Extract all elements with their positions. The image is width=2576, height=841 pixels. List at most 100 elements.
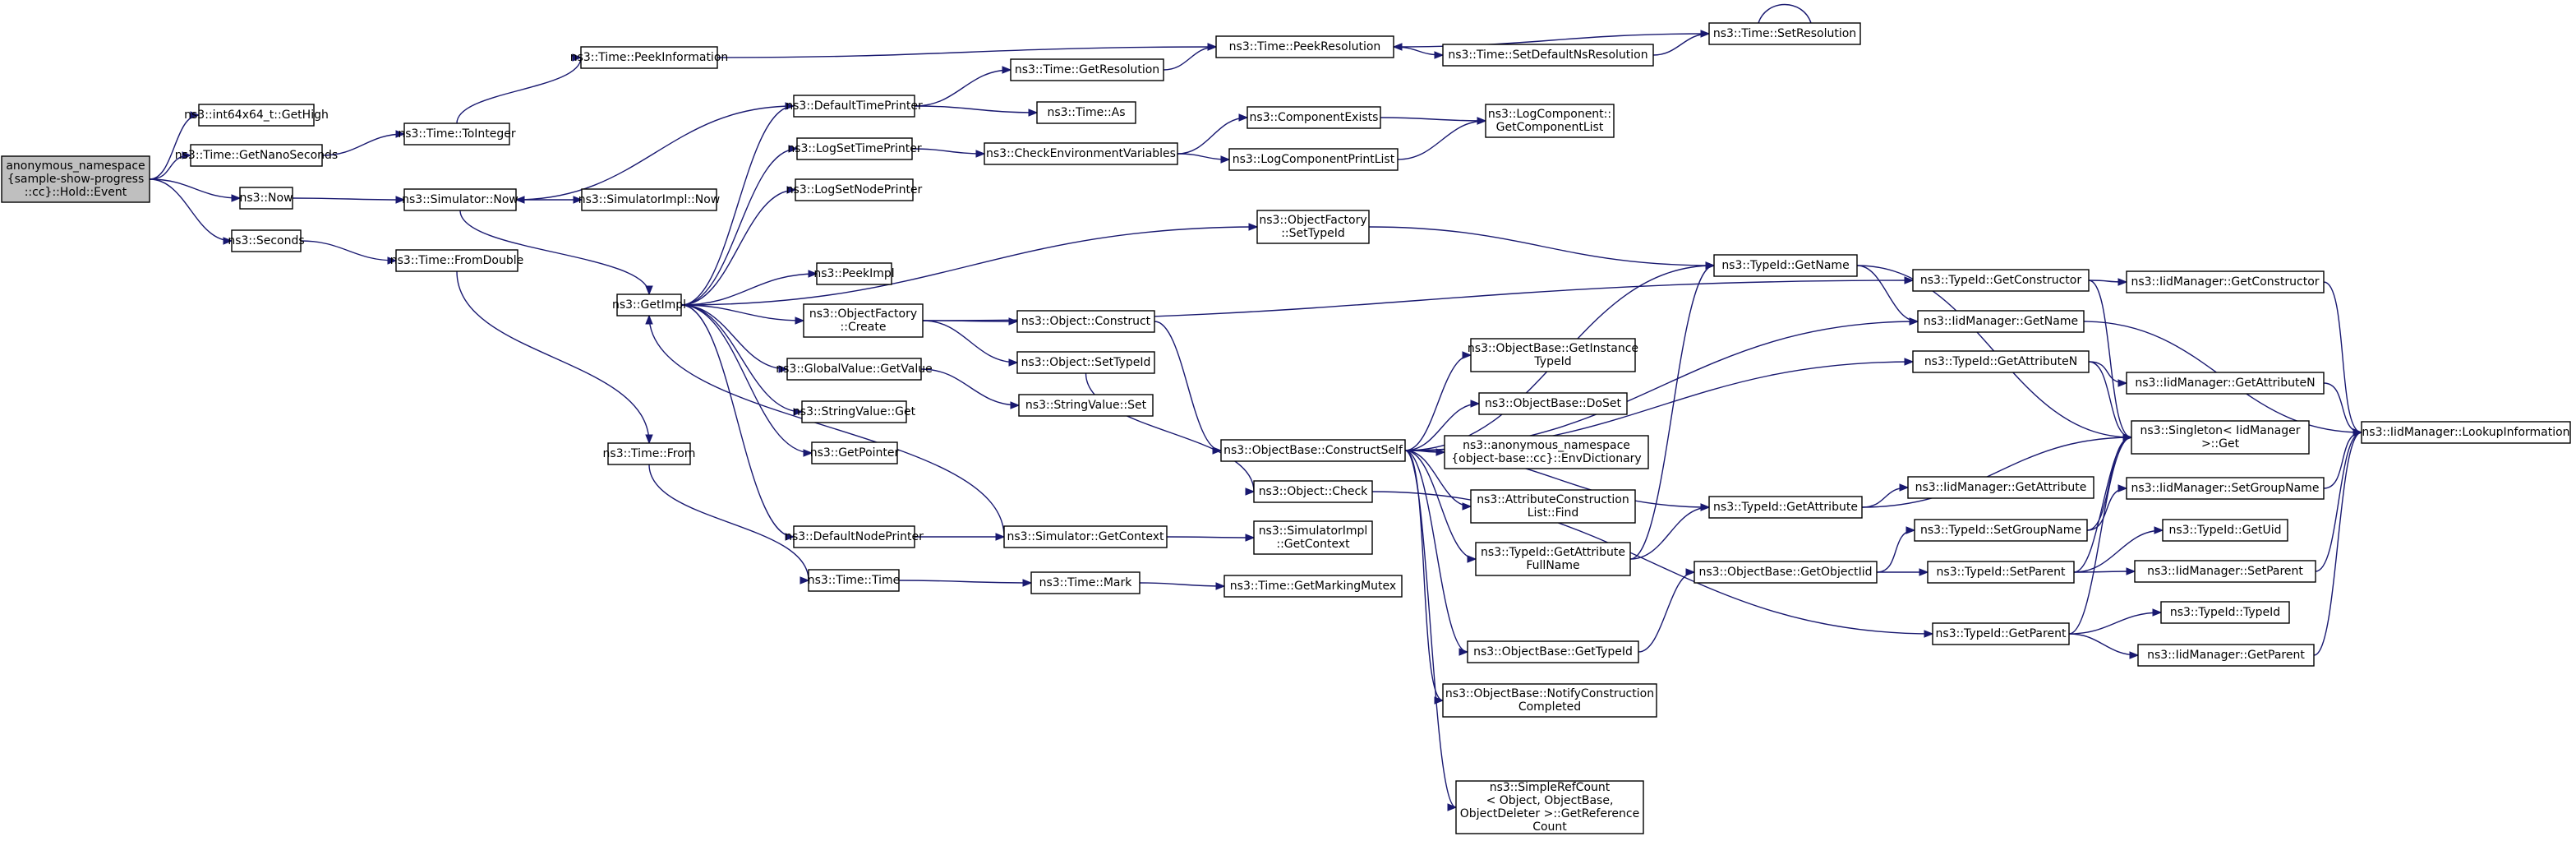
node-label: ns3::TypeId::GetName bbox=[1721, 259, 1849, 272]
edge-arrowhead bbox=[778, 365, 789, 373]
node-box bbox=[1932, 622, 2070, 645]
edge-arrowhead bbox=[2154, 526, 2164, 534]
node-simulator-now[interactable]: ns3::Simulator::Now bbox=[402, 188, 518, 211]
node-simulatorimpl-now[interactable]: ns3::SimulatorImpl::Now bbox=[578, 188, 721, 211]
node-iidmanager-getparent[interactable]: ns3::IidManager::GetParent bbox=[2137, 644, 2315, 667]
node-iidmanager-getattribute[interactable]: ns3::IidManager::GetAttribute bbox=[1907, 476, 2094, 499]
node-typeid-setgroupname[interactable]: ns3::TypeId::SetGroupName bbox=[1914, 519, 2088, 542]
node-objectfactory-create[interactable]: ns3::ObjectFactory::Create bbox=[803, 303, 924, 338]
node-objectbase-notifyconstructioncompleted[interactable]: ns3::ObjectBase::NotifyConstructionCompl… bbox=[1442, 683, 1657, 718]
node-defaulttimeprinter[interactable]: ns3::DefaultTimePrinter bbox=[786, 95, 923, 118]
node-simulator-getcontext[interactable]: ns3::Simulator::GetContext bbox=[1003, 525, 1168, 548]
edge-arrowhead bbox=[1008, 317, 1019, 326]
node-label: ns3::GlobalValue::GetValue bbox=[776, 363, 932, 376]
node-objectbase-gettypeid[interactable]: ns3::ObjectBase::GetTypeId bbox=[1467, 640, 1639, 663]
node-simulatorimpl-getcontext[interactable]: ns3::SimulatorImpl::GetContext bbox=[1253, 520, 1373, 555]
edge-arrowhead bbox=[1459, 648, 1469, 656]
node-globalvalue-getvalue[interactable]: ns3::GlobalValue::GetValue bbox=[776, 358, 933, 381]
node-logcomponent-getcomponentlist[interactable]: ns3::LogComponent::GetComponentList bbox=[1485, 104, 1615, 138]
node-int64-gethigh[interactable]: ns3::int64x64_t::GetHigh bbox=[184, 104, 329, 127]
edge-arrowhead bbox=[572, 53, 583, 62]
call-edge bbox=[680, 304, 803, 413]
node-iidmanager-setparent[interactable]: ns3::IidManager::SetParent bbox=[2134, 560, 2316, 583]
call-edge bbox=[1404, 450, 1468, 653]
node-object-settypeid[interactable]: ns3::Object::SetTypeId bbox=[1016, 351, 1155, 374]
edge-arrowhead bbox=[1220, 155, 1231, 164]
node-getimpl[interactable]: ns3::GetImpl bbox=[612, 293, 686, 317]
node-time-time[interactable]: ns3::Time::Time bbox=[808, 569, 900, 592]
node-iidmanager-setgroupname[interactable]: ns3::IidManager::SetGroupName bbox=[2126, 477, 2325, 500]
edge-arrowhead bbox=[1462, 351, 1472, 359]
node-typeid-getattributen[interactable]: ns3::TypeId::GetAttributeN bbox=[1912, 350, 2090, 373]
node-typeid-getuid[interactable]: ns3::TypeId::GetUid bbox=[2162, 519, 2288, 542]
node-box bbox=[581, 188, 717, 211]
node-typeid-getparent[interactable]: ns3::TypeId::GetParent bbox=[1932, 622, 2070, 645]
node-typeid-getattribute[interactable]: ns3::TypeId::GetAttribute bbox=[1708, 496, 1863, 519]
node-componentexists[interactable]: ns3::ComponentExists bbox=[1247, 106, 1381, 129]
node-peekimpl[interactable]: ns3::PeekImpl bbox=[813, 262, 895, 285]
call-edge bbox=[920, 368, 1020, 406]
node-time-peekinformation[interactable]: ns3::Time::PeekInformation bbox=[570, 46, 729, 69]
node-time-peekresolution[interactable]: ns3::Time::PeekResolution bbox=[1215, 35, 1394, 58]
node-label: ns3::CheckEnvironmentVariables bbox=[986, 147, 1176, 160]
call-edge bbox=[1404, 450, 1477, 560]
node-time-setdefaultnsresolution[interactable]: ns3::Time::SetDefaultNsResolution bbox=[1442, 44, 1654, 67]
node-stringvalue-get[interactable]: ns3::StringValue::Get bbox=[793, 400, 916, 423]
node-box bbox=[796, 137, 913, 160]
node-hold-event[interactable]: anonymous_namespace{sample-show-progress… bbox=[1, 155, 150, 203]
node-logsetnodeprinter[interactable]: ns3::LogSetNodePrinter bbox=[786, 178, 923, 201]
node-time-getresolution[interactable]: ns3::Time::GetResolution bbox=[1010, 58, 1164, 81]
call-edge bbox=[292, 197, 405, 201]
node-object-construct[interactable]: ns3::Object::Construct bbox=[1016, 310, 1155, 333]
node-iidmanager-lookupinformation[interactable]: ns3::IidManager::LookupInformation bbox=[2361, 421, 2571, 444]
node-time-mark[interactable]: ns3::Time::Mark bbox=[1030, 571, 1141, 594]
node-objectbase-doset[interactable]: ns3::ObjectBase::DoSet bbox=[1478, 392, 1628, 415]
node-time-getmarkingmutex[interactable]: ns3::Time::GetMarkingMutex bbox=[1223, 575, 1403, 598]
call-edge bbox=[1629, 265, 1715, 560]
node-time-setresolution[interactable]: ns3::Time::SetResolution bbox=[1708, 22, 1861, 45]
node-logsettimeprinter[interactable]: ns3::LogSetTimePrinter bbox=[787, 137, 922, 160]
node-time-tointeger[interactable]: ns3::Time::ToInteger bbox=[398, 122, 516, 146]
node-iidmanager-getname[interactable]: ns3::IidManager::GetName bbox=[1917, 310, 2085, 333]
node-label: < Object, ObjectBase, bbox=[1486, 794, 1614, 807]
node-time-getnanoseconds[interactable]: ns3::Time::GetNanoSeconds bbox=[175, 144, 338, 167]
node-object-check[interactable]: ns3::Object::Check bbox=[1253, 480, 1373, 503]
node-time-as[interactable]: ns3::Time::As bbox=[1036, 101, 1136, 124]
node-simplerefcount-getreferencecount[interactable]: ns3::SimpleRefCount< Object, ObjectBase,… bbox=[1455, 780, 1644, 834]
node-getpointer[interactable]: ns3::GetPointer bbox=[810, 441, 900, 464]
node-label: ::Create bbox=[841, 321, 887, 334]
node-box bbox=[239, 187, 293, 210]
node-logcomponentprintlist[interactable]: ns3::LogComponentPrintList bbox=[1228, 148, 1399, 171]
node-iidmanager-getconstructor[interactable]: ns3::IidManager::GetConstructor bbox=[2126, 270, 2325, 293]
node-objectbase-constructself[interactable]: ns3::ObjectBase::ConstructSelf bbox=[1220, 439, 1406, 462]
edge-arrowhead bbox=[1924, 630, 1934, 638]
call-edge bbox=[922, 320, 1018, 363]
edge-arrowhead bbox=[387, 256, 398, 265]
node-typeid-getname[interactable]: ns3::TypeId::GetName bbox=[1713, 254, 1858, 277]
node-label: ns3::SimulatorImpl::Now bbox=[578, 193, 721, 206]
edge-arrowhead bbox=[1434, 51, 1445, 59]
node-defaultnodeprinter[interactable]: ns3::DefaultNodePrinter bbox=[785, 525, 924, 548]
node-box bbox=[403, 122, 510, 146]
call-edge bbox=[648, 315, 1005, 538]
node-now[interactable]: ns3::Now bbox=[239, 187, 293, 210]
node-typeid-setparent[interactable]: ns3::TypeId::SetParent bbox=[1927, 561, 2075, 584]
node-objectfactory-settypeid[interactable]: ns3::ObjectFactory::SetTypeId bbox=[1256, 210, 1370, 244]
node-seconds[interactable]: ns3::Seconds bbox=[228, 229, 305, 252]
node-stringvalue-set[interactable]: ns3::StringValue::Set bbox=[1018, 394, 1154, 417]
node-iidmanager-getattributen[interactable]: ns3::IidManager::GetAttributeN bbox=[2126, 372, 2325, 395]
node-checkenvironmentvariables[interactable]: ns3::CheckEnvironmentVariables bbox=[984, 142, 1178, 165]
node-time-from[interactable]: ns3::Time::From bbox=[603, 442, 696, 465]
node-singleton-get[interactable]: ns3::Singleton< IidManager>::Get bbox=[2131, 420, 2310, 455]
node-objectbase-getobjectiid[interactable]: ns3::ObjectBase::GetObjectIid bbox=[1694, 561, 1878, 584]
node-time-fromdouble[interactable]: ns3::Time::FromDouble bbox=[390, 249, 524, 272]
node-box bbox=[607, 442, 691, 465]
node-label: ns3::GetImpl bbox=[612, 298, 686, 312]
node-box bbox=[2126, 270, 2325, 293]
node-typeid-typeid[interactable]: ns3::TypeId::TypeId bbox=[2160, 601, 2290, 624]
node-typeid-getconstructor[interactable]: ns3::TypeId::GetConstructor bbox=[1912, 269, 2090, 292]
node-envdictionary[interactable]: ns3::anonymous_namespace{object-base::cc… bbox=[1444, 435, 1649, 469]
